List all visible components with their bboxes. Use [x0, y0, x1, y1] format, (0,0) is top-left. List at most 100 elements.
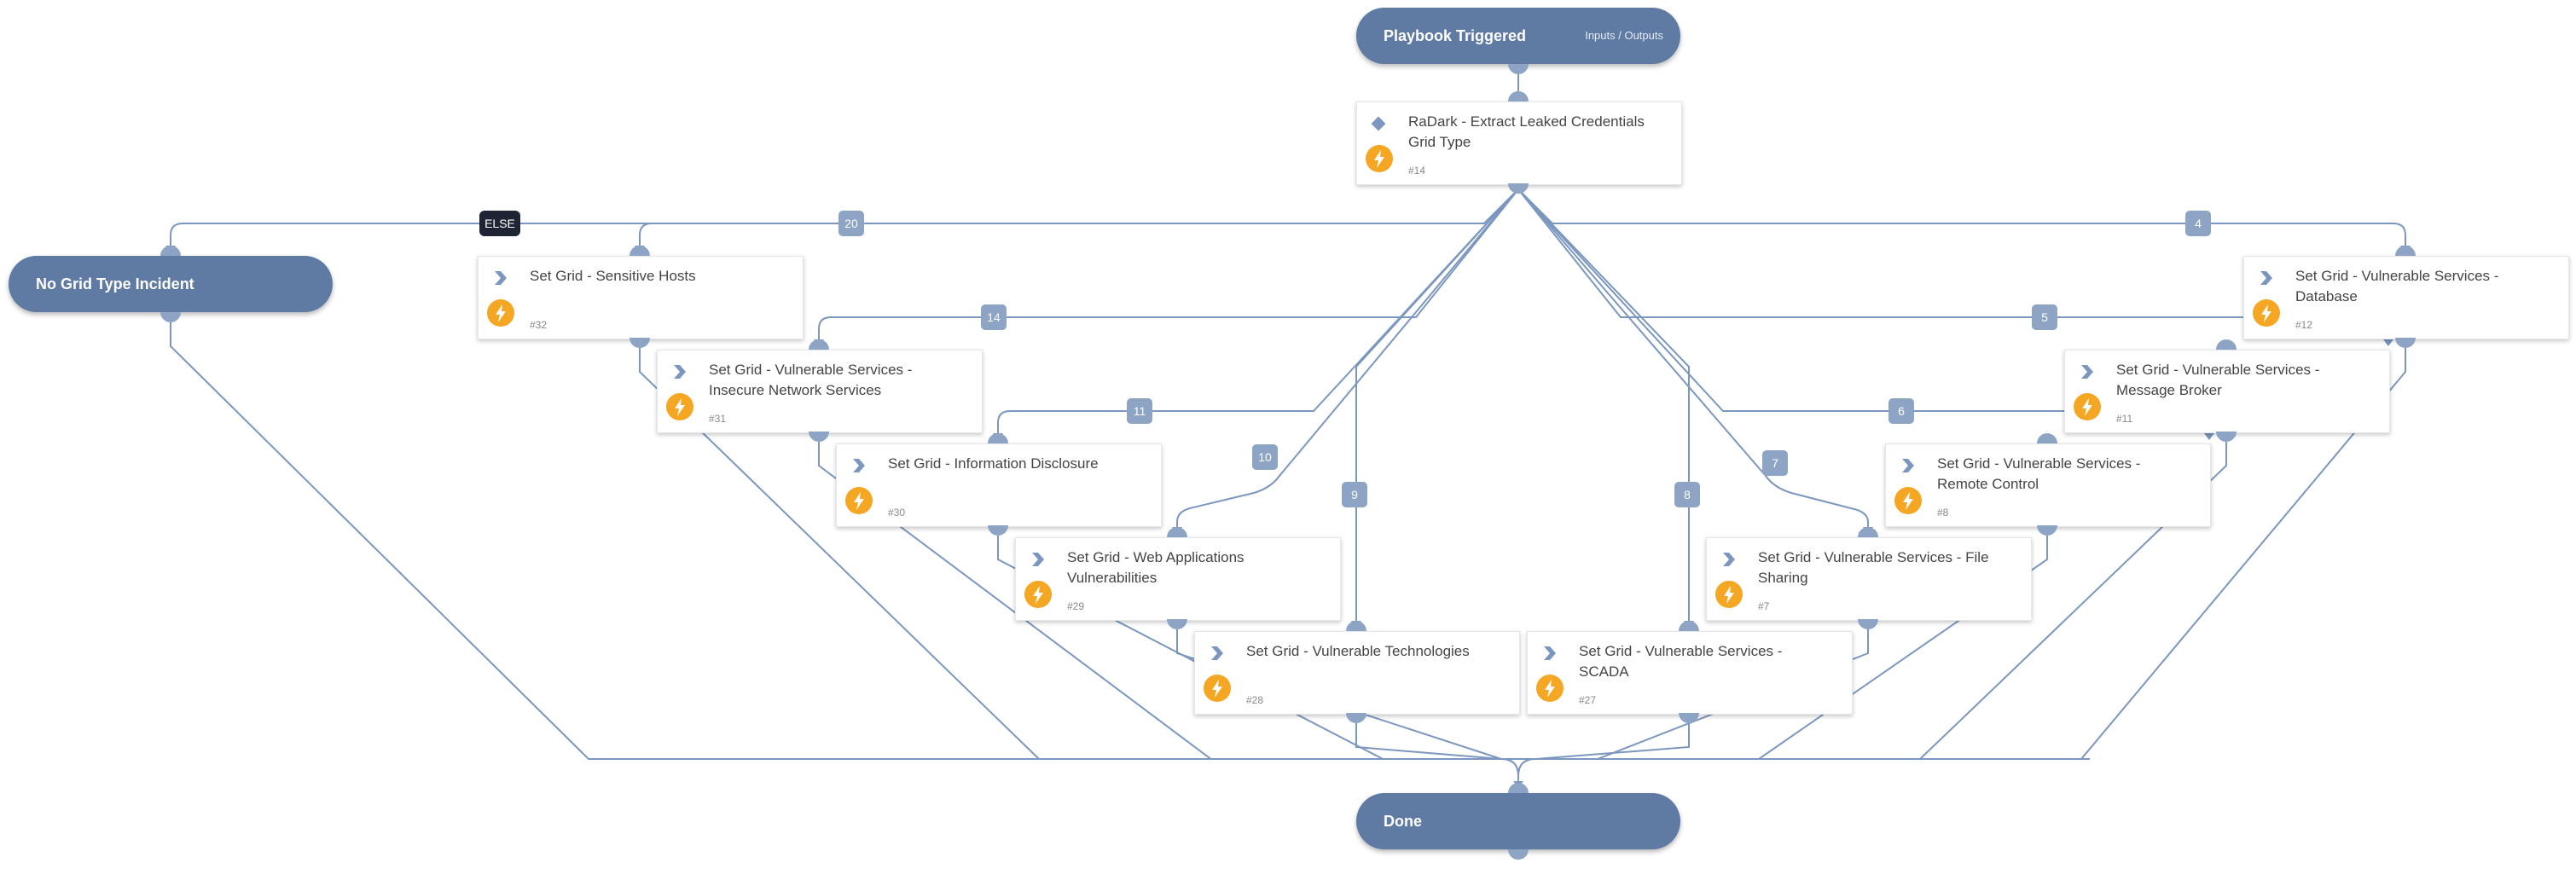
set-grid-task[interactable]: Set Grid - Vulnerable Services - File Sh…	[1706, 537, 2032, 621]
input-port[interactable]	[1346, 621, 1366, 631]
set-grid-task[interactable]: Set Grid - Vulnerable Services - SCADA #2…	[1527, 631, 1853, 715]
output-port[interactable]	[1167, 619, 1187, 629]
set-grid-task-name: Set Grid - Information Disclosure	[888, 455, 1099, 472]
set-grid-task[interactable]: Set Grid - Vulnerable Services - Remote …	[1885, 443, 2211, 527]
branch-label: 8	[1674, 482, 1700, 507]
set-grid-task[interactable]: Set Grid - Vulnerable Services - Databas…	[2243, 256, 2569, 339]
set-grid-task-name: Set Grid - Vulnerable Services - File Sh…	[1758, 549, 1989, 586]
arrowhead	[2383, 339, 2393, 346]
lightning-icon	[1894, 487, 1922, 514]
set-grid-task[interactable]: Set Grid - Vulnerable Technologies #28	[1194, 631, 1520, 715]
output-port[interactable]	[1508, 64, 1529, 74]
edge-line	[1517, 188, 2406, 246]
input-port[interactable]	[629, 246, 650, 256]
edge-line	[1518, 723, 1690, 760]
chevron-right-icon	[1898, 456, 1917, 475]
set-grid-task-name: Set Grid - Sensitive Hosts	[530, 268, 696, 284]
set-grid-task[interactable]: Set Grid - Web Applications Vulnerabilit…	[1015, 537, 1341, 621]
set-grid-task-name: Set Grid - Vulnerable Technologies	[1246, 643, 1470, 659]
set-grid-task-name: Set Grid - Vulnerable Services - Databas…	[2295, 268, 2499, 304]
branch-label: 11	[1127, 398, 1152, 424]
branch-label: 20	[838, 211, 864, 236]
edge-line	[1517, 188, 1869, 527]
output-port[interactable]	[1679, 713, 1699, 723]
set-grid-task-name: Set Grid - Vulnerable Services - Message…	[2116, 362, 2320, 398]
lightning-icon	[1024, 581, 1052, 608]
set-grid-task[interactable]: Set Grid - Sensitive Hosts #32	[478, 256, 804, 339]
edge-line	[1355, 723, 1518, 760]
no-grid-type-incident-node[interactable]: No Grid Type Incident	[9, 256, 333, 312]
set-grid-task[interactable]: Set Grid - Information Disclosure #30	[836, 443, 1162, 527]
input-port[interactable]	[1679, 621, 1699, 631]
input-port[interactable]	[160, 246, 181, 256]
input-port[interactable]	[2216, 339, 2237, 350]
chevron-right-icon	[2256, 269, 2275, 287]
output-port[interactable]	[1508, 849, 1529, 860]
diamond-icon	[1369, 114, 1388, 133]
chevron-right-icon	[1207, 644, 1226, 663]
edge-line	[818, 188, 1519, 339]
set-grid-task-id: #31	[709, 413, 727, 425]
branch-label: 5	[2032, 304, 2057, 330]
lightning-icon	[487, 299, 514, 327]
input-port[interactable]	[1508, 91, 1529, 101]
input-port[interactable]	[2395, 246, 2416, 256]
lightning-icon	[1204, 675, 1231, 702]
set-grid-task-id: #12	[2295, 319, 2313, 331]
edge-line	[639, 188, 1519, 246]
edge-line	[1355, 188, 1519, 621]
output-port[interactable]	[1508, 183, 1529, 194]
input-port[interactable]	[1167, 527, 1187, 537]
edge-line	[997, 188, 1519, 433]
input-port[interactable]	[988, 433, 1008, 443]
set-grid-task-id: #28	[1246, 694, 1264, 706]
branch-label: 9	[1342, 482, 1367, 507]
set-grid-task-id: #7	[1758, 600, 1770, 612]
output-port[interactable]	[988, 525, 1008, 536]
set-grid-task[interactable]: Set Grid - Vulnerable Services - Insecur…	[657, 350, 983, 433]
edge-line	[170, 188, 1519, 246]
set-grid-task-id: #11	[2116, 413, 2133, 425]
condition-task-id: #14	[1408, 165, 1426, 177]
output-port[interactable]	[2037, 525, 2057, 536]
output-port[interactable]	[629, 338, 650, 348]
branch-label: 4	[2185, 211, 2211, 236]
no-grid-type-incident-title: No Grid Type Incident	[36, 275, 194, 293]
arrowhead	[2204, 433, 2214, 440]
output-port[interactable]	[160, 312, 181, 322]
lightning-icon	[2253, 299, 2280, 327]
lightning-icon	[845, 487, 873, 514]
done-title: Done	[1384, 813, 1422, 830]
condition-task-name: RaDark - Extract Leaked Credentials Grid…	[1408, 113, 1645, 150]
set-grid-task-id: #30	[888, 507, 906, 519]
output-port[interactable]	[1346, 713, 1366, 723]
output-port[interactable]	[2395, 338, 2416, 348]
set-grid-task-name: Set Grid - Vulnerable Services - Insecur…	[709, 362, 913, 398]
else-branch-label: ELSE	[479, 211, 520, 236]
chevron-right-icon	[670, 362, 688, 381]
input-port[interactable]	[809, 339, 829, 350]
set-grid-task-id: #27	[1579, 694, 1597, 706]
output-port[interactable]	[2216, 432, 2237, 442]
input-port[interactable]	[2037, 433, 2057, 443]
output-port[interactable]	[809, 432, 829, 442]
lightning-icon	[1715, 581, 1743, 608]
playbook-triggered-node[interactable]: Playbook Triggered Inputs / Outputs	[1356, 8, 1680, 64]
done-node[interactable]: Done	[1356, 793, 1680, 849]
output-port[interactable]	[1858, 619, 1878, 629]
lightning-icon	[1366, 145, 1393, 172]
set-grid-task-name: Set Grid - Vulnerable Services - Remote …	[1937, 455, 2141, 492]
input-port[interactable]	[1508, 783, 1529, 793]
chevron-right-icon	[1719, 550, 1738, 569]
set-grid-task[interactable]: Set Grid - Vulnerable Services - Message…	[2064, 350, 2390, 433]
input-port[interactable]	[1858, 527, 1878, 537]
branch-label: 10	[1252, 444, 1278, 470]
chevron-right-icon	[849, 456, 867, 475]
condition-task[interactable]: RaDark - Extract Leaked Credentials Grid…	[1356, 101, 1682, 185]
chevron-right-icon	[1540, 644, 1558, 663]
set-grid-task-id: #32	[530, 319, 548, 331]
set-grid-task-id: #8	[1937, 507, 1949, 519]
set-grid-task-name: Set Grid - Vulnerable Services - SCADA	[1579, 643, 1783, 680]
inputs-outputs-link[interactable]: Inputs / Outputs	[1585, 29, 1663, 42]
